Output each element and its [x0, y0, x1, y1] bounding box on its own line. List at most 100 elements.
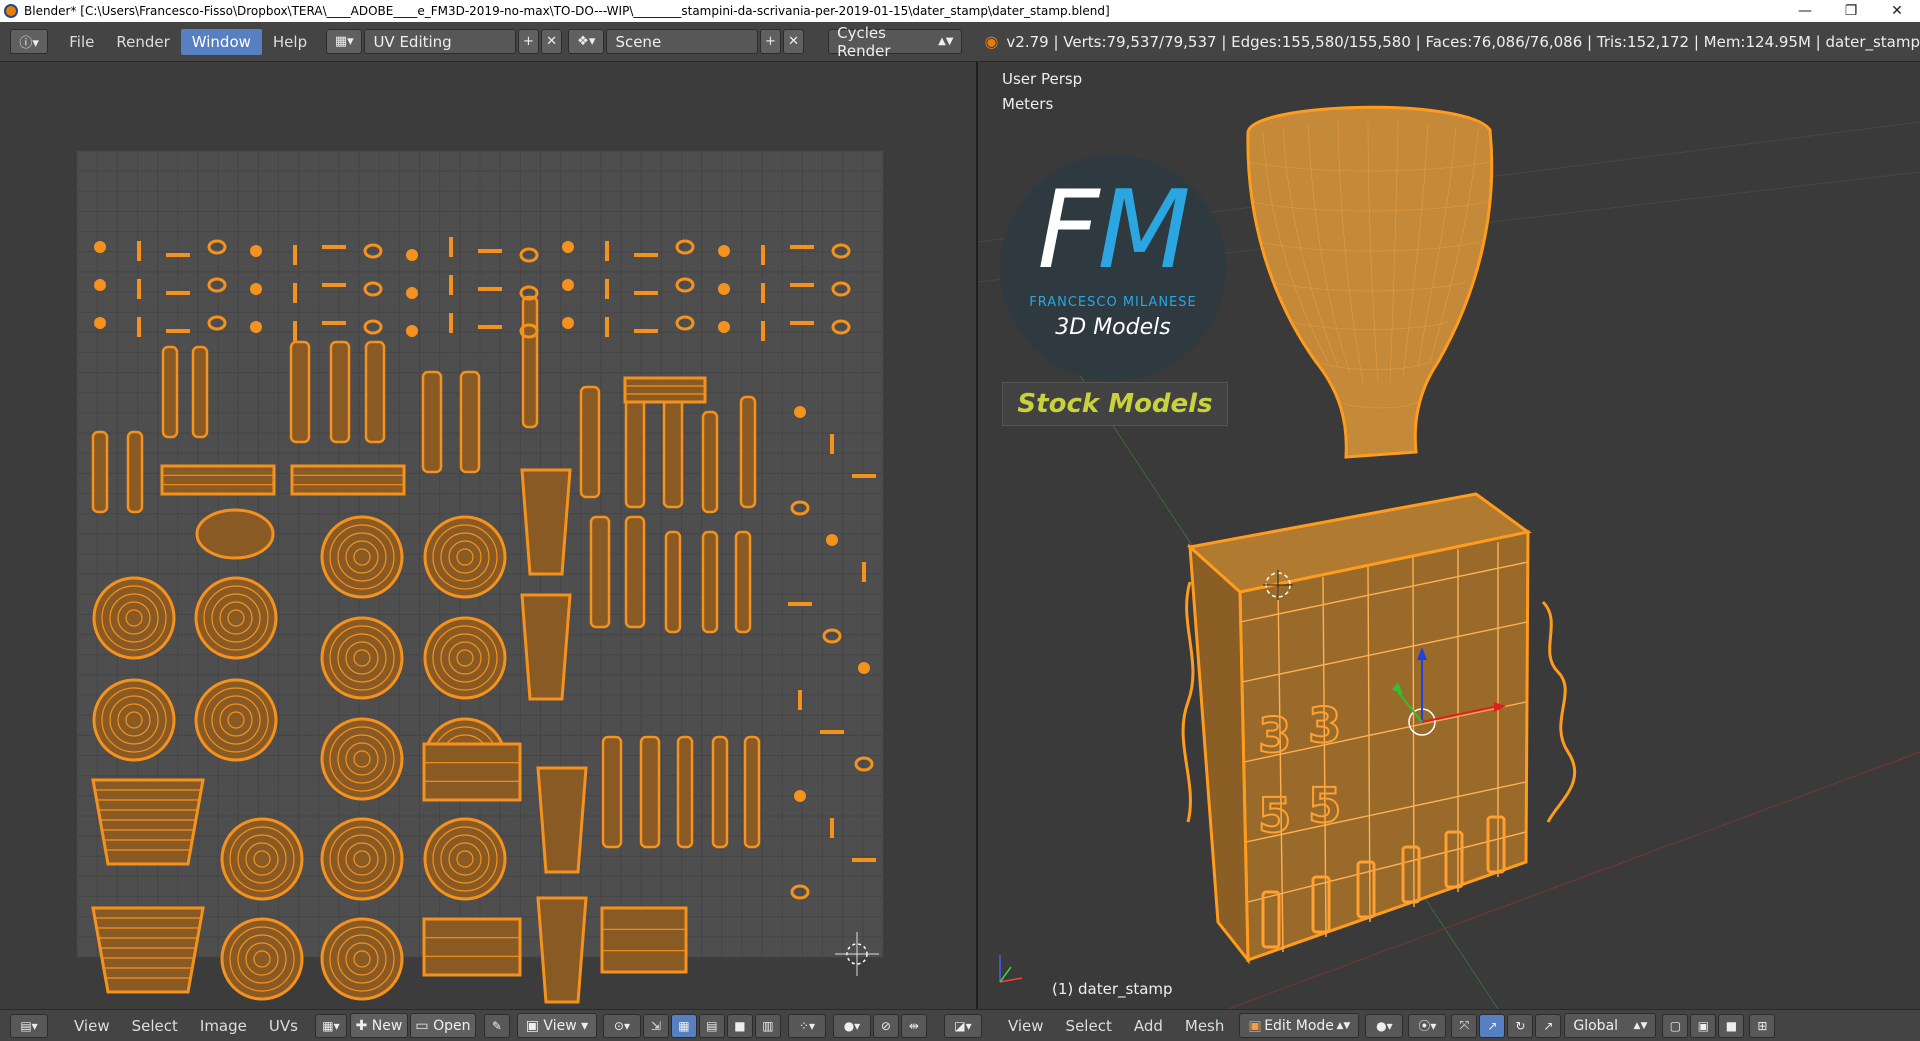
menu-file[interactable]: File [69, 32, 95, 51]
render-engine-selector[interactable]: Cycles Render▲▼ [828, 24, 963, 60]
remove-scene-icon[interactable]: ✕ [783, 29, 805, 54]
scale-manipulator-icon[interactable]: ↗ [1535, 1013, 1562, 1038]
uv-island-strip [459, 370, 481, 474]
uv-island-small [830, 434, 834, 454]
dater-stamp-mesh[interactable]: 3 5 3 5 [1181, 105, 1577, 965]
pivot-icon[interactable]: ⊙▾ [602, 1013, 641, 1038]
minimize-icon[interactable]: — [1798, 3, 1812, 19]
vp-menu-mesh[interactable]: Mesh [1184, 1016, 1225, 1035]
menu-help[interactable]: Help [272, 32, 308, 51]
uv-island-ring [353, 750, 371, 768]
uv-island-ring [456, 649, 474, 667]
stock-models-tag: Stock Models [1002, 382, 1228, 426]
x-axis-line [1227, 751, 1920, 1009]
vertex-select-mode-icon[interactable]: ▢ [1662, 1013, 1689, 1038]
fm-logo-letters: FM [1037, 168, 1190, 293]
blender-app-icon [4, 4, 18, 18]
uv-menu-image[interactable]: Image [199, 1016, 247, 1035]
uv-menu-view[interactable]: View [74, 1016, 110, 1035]
uv-island-small [166, 253, 190, 257]
uv-island-small [605, 317, 609, 337]
remove-layout-icon[interactable]: ✕ [541, 29, 563, 54]
snap-target-icon[interactable]: ⇹ [900, 1013, 927, 1038]
menu-render[interactable]: Render [116, 32, 170, 51]
uv-menu-select[interactable]: Select [131, 1016, 178, 1035]
island-select-icon[interactable]: ▥ [754, 1013, 781, 1038]
occlude-geometry-icon[interactable]: ⊞ [1749, 1013, 1776, 1038]
manipulator-toggle-icon[interactable]: ⤧ [1451, 1013, 1478, 1038]
menu-window[interactable]: Window [180, 28, 262, 55]
uv-island-disc [92, 678, 176, 762]
shading-mode-icon[interactable]: ●▾ [1365, 1013, 1404, 1038]
uv-island-small [478, 325, 502, 329]
uv-island-ring [329, 926, 395, 992]
open-image-button[interactable]: ▭ Open [409, 1013, 476, 1038]
proportional-edit-icon[interactable]: ●▾ [832, 1013, 871, 1038]
uv-island-block [422, 917, 522, 977]
sticky-mode-icon[interactable]: ⁘▾ [787, 1013, 826, 1038]
uv-island-strip [126, 430, 144, 514]
uv-island-small [449, 237, 453, 257]
face-select-icon[interactable]: ■ [726, 1013, 753, 1038]
edge-select-icon[interactable]: ▤ [698, 1013, 725, 1038]
restore-icon[interactable]: ❐ [1844, 3, 1858, 19]
uv-island-small [562, 241, 574, 253]
uv-image-editor[interactable] [0, 62, 976, 1009]
uv-island-strip [601, 735, 623, 849]
uv-editor-type-icon[interactable]: ▤▾ [10, 1013, 48, 1038]
uv-canvas[interactable] [0, 62, 976, 1009]
uv-island-disc [220, 817, 304, 901]
uv-island-small [718, 321, 730, 333]
vertex-select-icon[interactable]: ▦ [670, 1013, 697, 1038]
uv-island-small [788, 602, 812, 606]
scene-selector[interactable]: Scene [606, 29, 758, 54]
snap-icon[interactable]: ⊘ [872, 1013, 899, 1038]
uv-island-disc [220, 917, 304, 1001]
pivot-point-icon[interactable]: ⦿▾ [1408, 1013, 1447, 1038]
units-label: Meters [1002, 95, 1054, 113]
image-browse-icon[interactable]: ▦▾ [314, 1013, 347, 1038]
vp-menu-add[interactable]: Add [1133, 1016, 1163, 1035]
uv-island-small [250, 283, 262, 295]
3d-cursor-icon[interactable] [1263, 570, 1293, 600]
3d-viewport[interactable]: 3 5 3 5 [978, 62, 1920, 1009]
sync-selection-icon[interactable]: ⇲ [642, 1013, 669, 1038]
uv-view-mode-label: View [543, 1017, 577, 1034]
uv-2d-cursor-icon[interactable] [835, 932, 879, 976]
open-image-label: Open [433, 1017, 471, 1034]
fm-logo-subtitle: 3D Models [1055, 315, 1171, 340]
uv-view-mode-dropdown[interactable]: ▣ View ▾ [516, 1013, 597, 1038]
uv-island-small [790, 321, 814, 325]
transform-orientation-selector[interactable]: Global▲▼ [1564, 1013, 1657, 1038]
uv-island-disc [320, 616, 404, 700]
add-layout-icon[interactable]: + [517, 29, 540, 54]
pin-icon[interactable]: ✎ [483, 1013, 510, 1038]
uv-island-ring [432, 625, 498, 691]
uv-menu-uvs[interactable]: UVs [268, 1016, 298, 1035]
vp-menu-select[interactable]: Select [1065, 1016, 1112, 1035]
new-image-button[interactable]: ✚ New [349, 1013, 408, 1038]
uv-island-ring [211, 695, 261, 745]
uv-island-small [790, 500, 810, 516]
close-window-icon[interactable]: ✕ [1891, 3, 1903, 19]
rotate-manipulator-icon[interactable]: ↻ [1507, 1013, 1534, 1038]
viewport-canvas[interactable]: 3 5 3 5 [978, 62, 1920, 1009]
uv-island-ring [353, 649, 371, 667]
transform-gizmo[interactable] [1392, 647, 1506, 736]
scene-icon[interactable]: ❖▾ [568, 29, 605, 54]
uv-island-ring [203, 585, 269, 651]
uv-island-ring [337, 532, 387, 582]
uv-island-small [406, 249, 418, 261]
area-divider[interactable] [976, 62, 978, 1009]
editor-type-info-icon[interactable]: ⓘ▾ [10, 29, 49, 54]
face-select-mode-icon[interactable]: ■ [1718, 1013, 1745, 1038]
add-scene-icon[interactable]: + [759, 29, 782, 54]
uv-island-small [798, 690, 802, 710]
viewport-editor-type-icon[interactable]: ◪▾ [943, 1013, 982, 1038]
translate-manipulator-icon[interactable]: ↗ [1479, 1013, 1506, 1038]
screen-layout-selector[interactable]: UV Editing [364, 29, 516, 54]
vp-menu-view[interactable]: View [1007, 1016, 1044, 1035]
edge-select-mode-icon[interactable]: ▣ [1690, 1013, 1717, 1038]
mode-selector[interactable]: ▣Edit Mode▲▼ [1239, 1013, 1360, 1038]
screen-layout-icon[interactable]: ▦▾ [326, 29, 363, 54]
